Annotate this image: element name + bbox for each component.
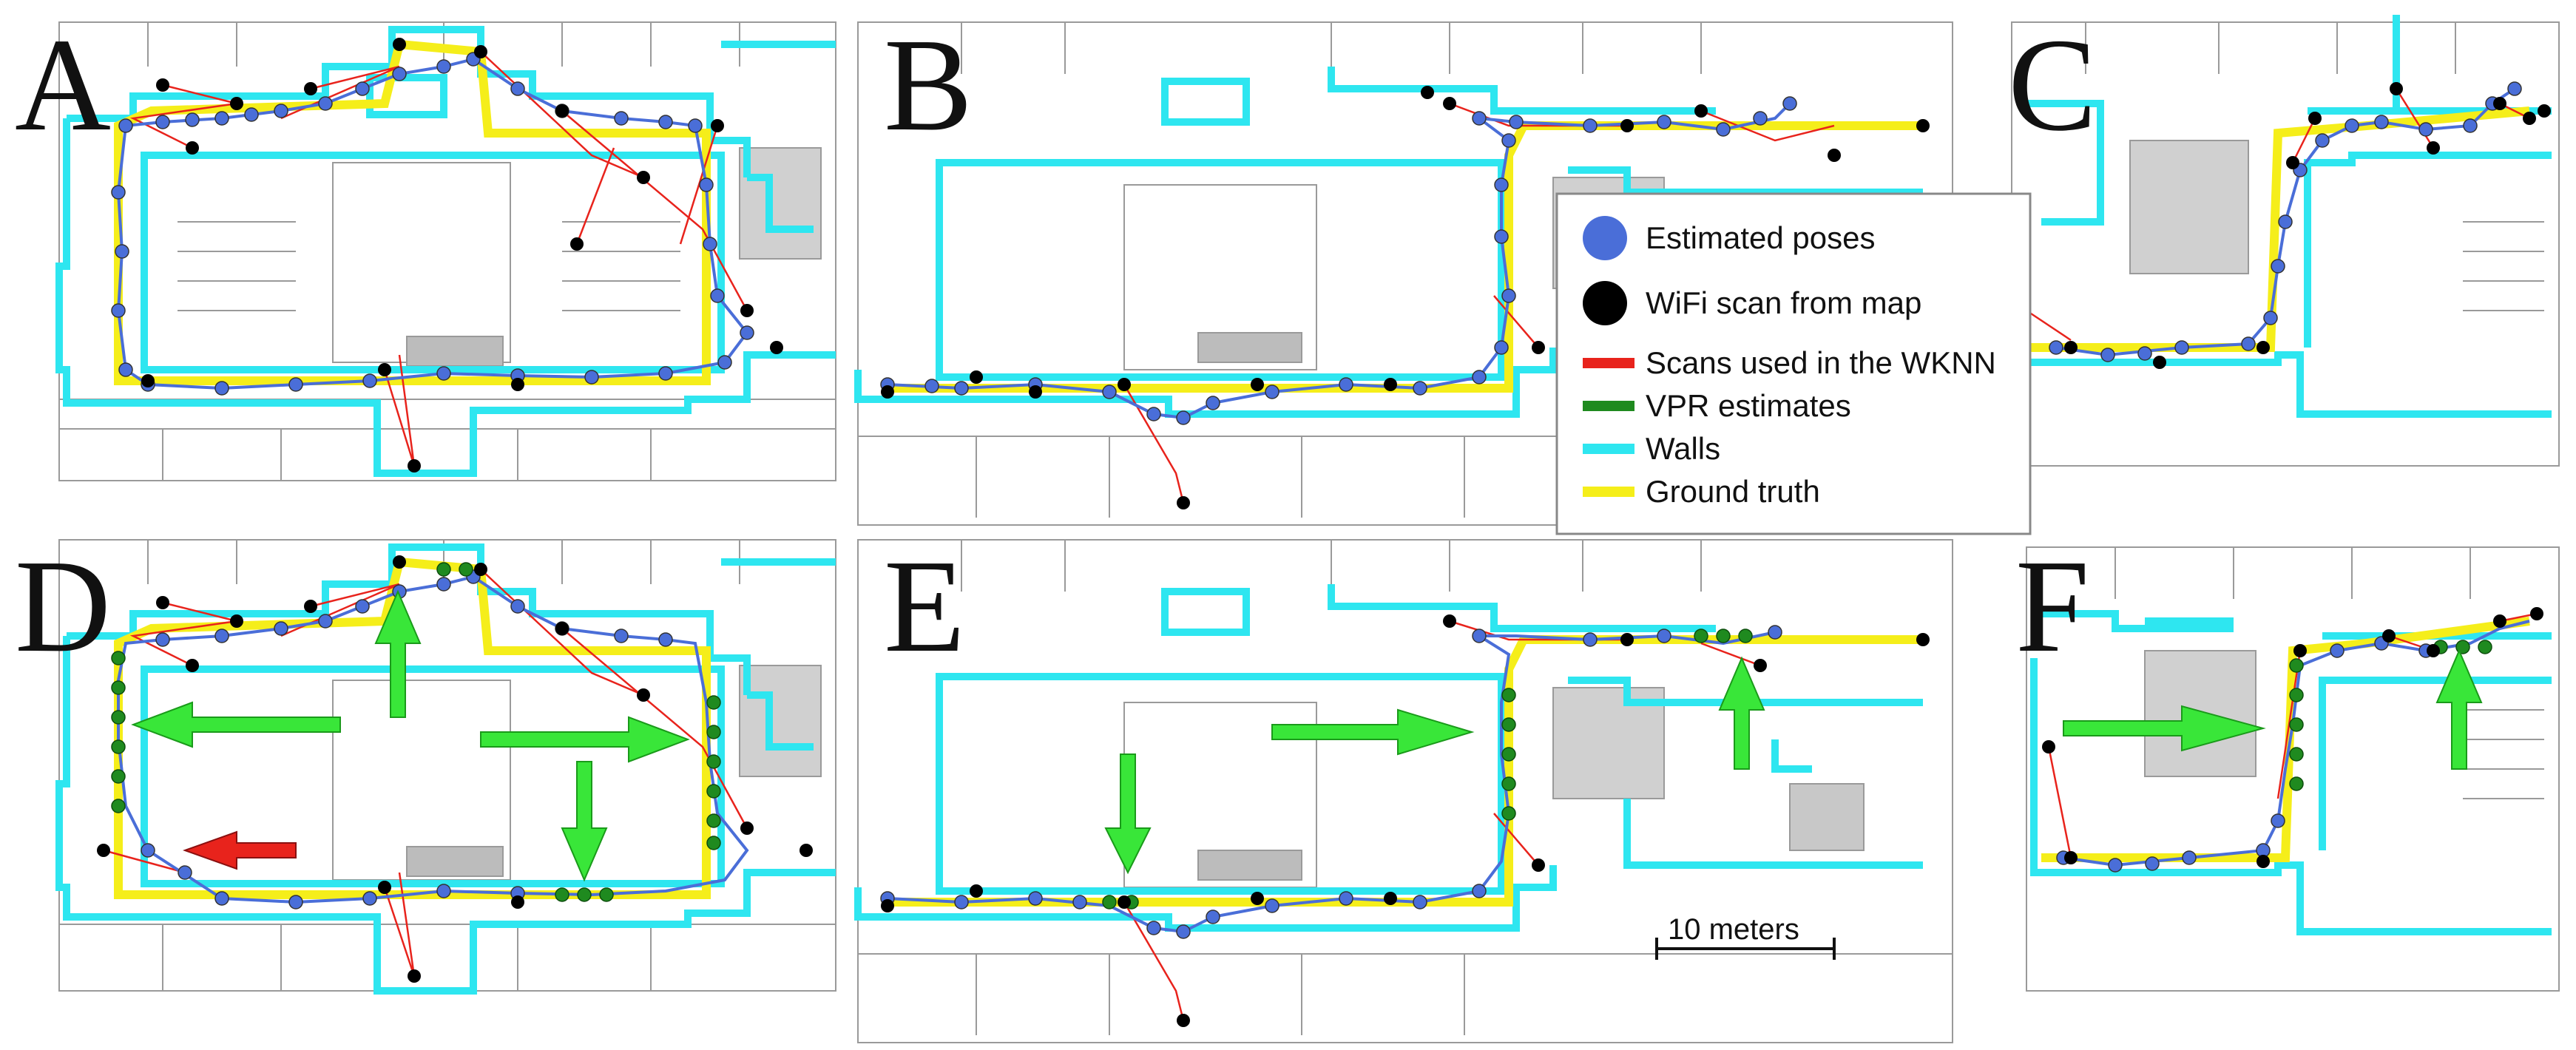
floorplan-a [58,21,836,481]
arrow-right-d [480,716,690,763]
arrow-left-d [131,701,341,748]
arrow-down-d [561,761,608,882]
legend-marker-wknn [1583,358,1634,368]
floorplan-d [58,539,836,992]
legend-marker-walls [1583,444,1634,454]
panel-label-d: D [15,532,111,680]
legend-label-vpr: VPR estimates [1646,388,1851,423]
wifi-scans-c [2064,82,2551,369]
arrow-up-e [1718,656,1765,770]
estimated-trajectory-e [887,631,1776,934]
panel-c: C [2008,11,2560,467]
legend-item-wifi-scan: WiFi scan from map [1583,281,1921,325]
wifi-scans-e [881,614,1930,1027]
floorplan-c [2011,21,2560,467]
arrow-down-e [1104,753,1152,875]
walls-d [55,543,836,995]
legend-item-wknn: Scans used in the WKNN [1583,345,1996,380]
arrow-up-f [2435,648,2483,770]
wifi-scans-f [2042,607,2543,868]
legend-label-walls: Walls [1646,431,1720,466]
wknn-lines-e [1123,620,1761,1021]
panel-label-a: A [15,11,111,158]
arrow-up-d [374,589,422,718]
arrow-right-f [2063,705,2266,752]
estimated-poses-b [880,96,1797,425]
estimated-poses-a [111,52,754,396]
walls-a [55,26,836,477]
arrows-f [2063,648,2483,770]
panel-label-b: B [884,11,973,158]
panel-f: F [2015,532,2560,992]
legend-item-vpr: VPR estimates [1583,388,1851,423]
legend-marker-estimated-poses [1583,216,1627,260]
wknn-lines-a [129,51,748,467]
ground-truth-a [114,39,711,385]
panel-label-e: E [884,532,965,680]
walls-e [854,584,1923,932]
arrow-right-e [1271,708,1475,756]
legend-label-estimated-poses: Estimated poses [1646,220,1876,255]
legend-marker-vpr [1583,401,1634,411]
legend-item-walls: Walls [1583,431,1720,466]
panel-a: A [15,11,836,481]
vpr-estimates-d [111,562,721,902]
wifi-scans-a [141,38,783,472]
panel-d: D [15,532,836,995]
legend: Estimated poses WiFi scan from map Scans… [1555,192,2032,535]
legend-box [1555,192,2032,535]
legend-label-wknn: Scans used in the WKNN [1646,345,1996,380]
legend-label-wifi-scan: WiFi scan from map [1646,285,1921,320]
legend-label-ground-truth: Ground truth [1646,474,1820,509]
legend-marker-ground-truth [1583,487,1634,497]
wifi-scans-b [881,86,1930,509]
legend-item-estimated-poses: Estimated poses [1583,216,1876,260]
legend-item-ground-truth: Ground truth [1583,474,1820,509]
wifi-scans-d [97,555,813,983]
panel-label-f: F [2015,532,2089,680]
panel-e: 10 meters E [854,532,1953,1043]
estimated-poses-e [880,625,1782,939]
scale-bar-label: 10 meters [1668,913,1799,946]
floorplan-e [857,539,1953,1043]
vpr-estimates-f [2289,640,2492,791]
arrow-red-d [183,830,297,870]
scale-bar: 10 meters [1655,913,1836,960]
arrows-d [131,589,690,882]
estimated-poses-c [2049,81,2522,362]
arrows-e [1104,656,1765,875]
panel-label-c: C [2008,11,2097,158]
legend-marker-wifi-scan [1583,281,1627,325]
